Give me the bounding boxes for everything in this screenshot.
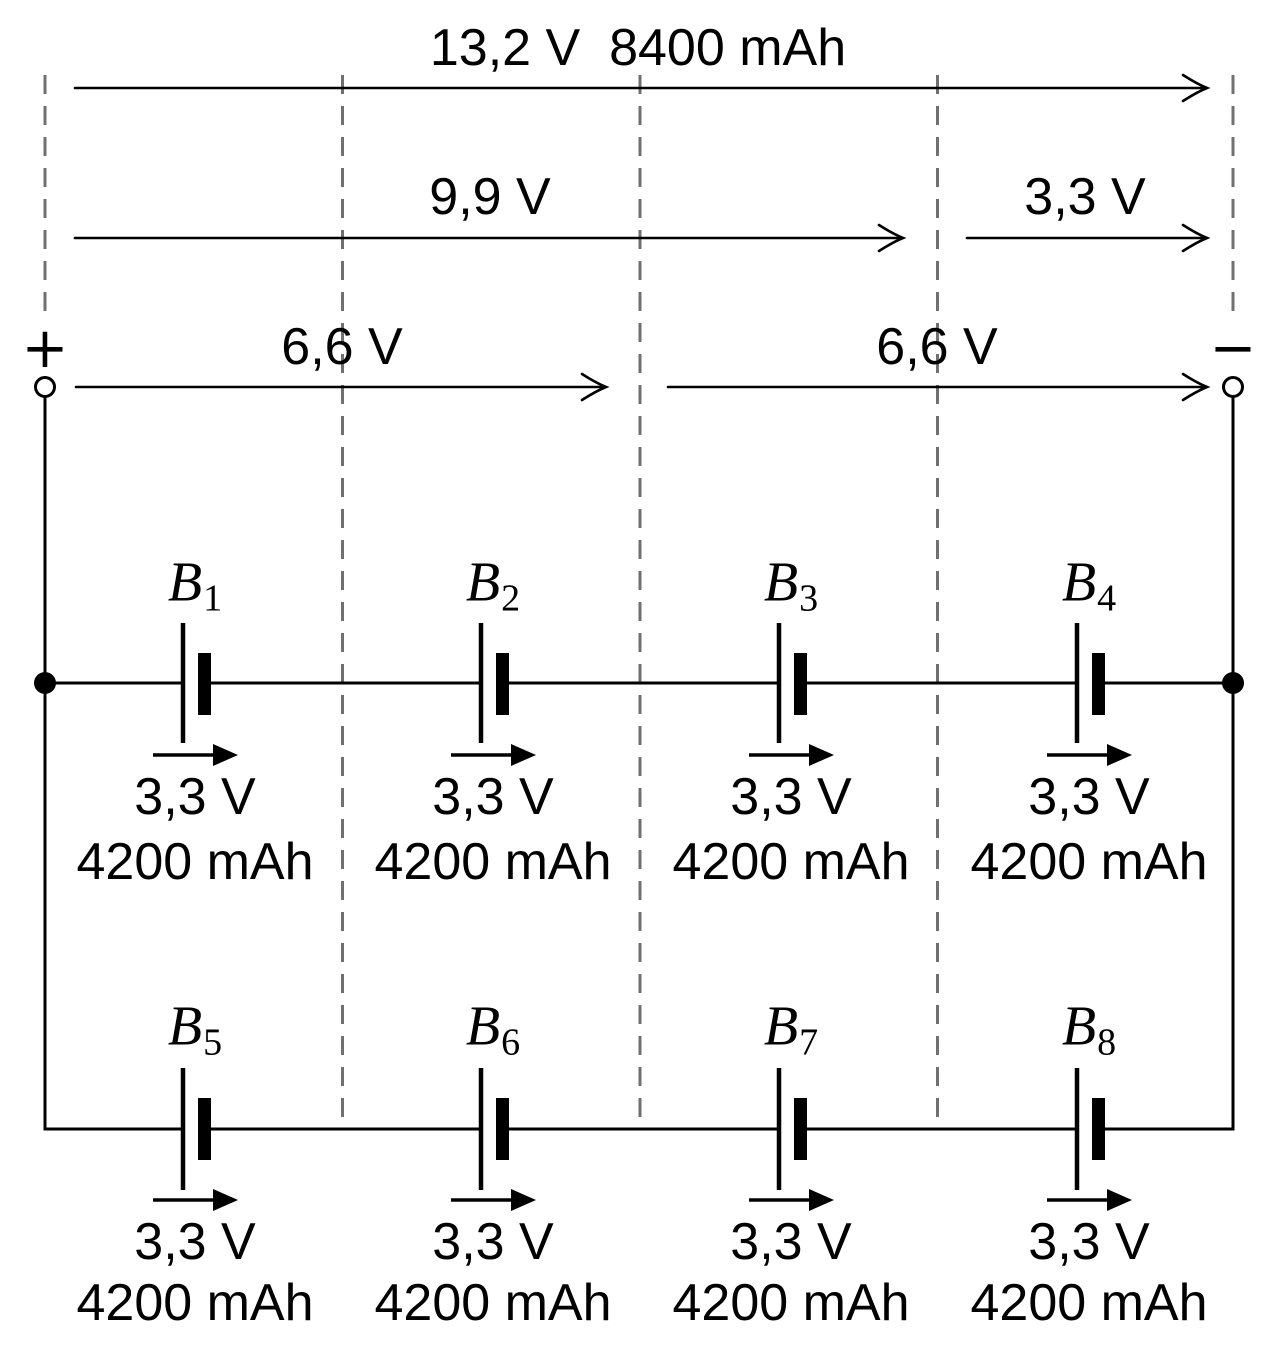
battery-label-b3: B3	[764, 555, 818, 618]
current-arrow-b3	[749, 744, 834, 766]
battery-capacity-b1: 4200 mAh	[76, 833, 314, 891]
battery-voltage-b5: 3,3 V	[134, 1213, 256, 1271]
measure-label-6-6v-left: 6,6 V	[281, 318, 403, 376]
measure-arrow-6-6v-left	[74, 372, 610, 402]
dashed-guide-lines	[43, 75, 1235, 1129]
battery-symbol-b8	[1074, 1068, 1105, 1190]
circuit-wires	[43, 396, 1235, 1131]
battery-symbol-b3	[776, 623, 807, 743]
current-direction-arrows	[153, 744, 1132, 1211]
battery-symbol-b2	[478, 623, 509, 743]
battery-var-b2: B	[465, 551, 501, 614]
battery-voltage-b3: 3,3 V	[730, 768, 852, 826]
voltage-measure-arrows	[73, 73, 1211, 402]
negative-terminal-node	[1222, 376, 1244, 398]
battery-capacity-b2: 4200 mAh	[374, 833, 612, 891]
battery-var-b7: B	[763, 995, 799, 1058]
measure-arrow-total	[73, 73, 1211, 103]
battery-voltage-b7: 3,3 V	[730, 1213, 852, 1271]
battery-voltage-b2: 3,3 V	[432, 768, 554, 826]
current-arrow-b8	[1047, 1189, 1132, 1211]
battery-capacity-b7: 4200 mAh	[672, 1274, 910, 1332]
battery-var-b4: B	[1061, 551, 1097, 614]
measure-arrow-3-3v	[965, 223, 1211, 253]
current-arrow-b4	[1047, 744, 1132, 766]
battery-sub-b7: 7	[799, 1021, 819, 1064]
battery-label-b6: B6	[466, 999, 520, 1062]
measure-label-6-6v-right: 6,6 V	[876, 318, 998, 376]
battery-var-b3: B	[763, 551, 799, 614]
battery-label-b1: B1	[168, 555, 222, 618]
battery-var-b5: B	[167, 995, 203, 1058]
battery-symbol-b5	[180, 1068, 211, 1190]
battery-capacity-b8: 4200 mAh	[970, 1274, 1208, 1332]
battery-label-b7: B7	[764, 999, 818, 1062]
current-arrow-b2	[451, 744, 536, 766]
battery-sub-b5: 5	[203, 1021, 223, 1064]
measure-arrow-9-9v	[73, 223, 907, 253]
battery-var-b8: B	[1061, 995, 1097, 1058]
battery-capacity-b4: 4200 mAh	[970, 833, 1208, 891]
battery-voltage-b6: 3,3 V	[432, 1213, 554, 1271]
battery-symbol-b4	[1074, 623, 1105, 743]
battery-label-b8: B8	[1062, 999, 1116, 1062]
measure-arrow-6-6v-right	[666, 372, 1211, 402]
battery-sub-b8: 8	[1097, 1021, 1117, 1064]
battery-var-b1: B	[167, 551, 203, 614]
battery-sub-b6: 6	[501, 1021, 521, 1064]
measure-label-9-9v: 9,9 V	[429, 168, 551, 226]
battery-label-b5: B5	[168, 999, 222, 1062]
battery-capacity-b5: 4200 mAh	[76, 1274, 314, 1332]
battery-capacity-b6: 4200 mAh	[374, 1274, 612, 1332]
battery-symbols-top-row	[180, 623, 1105, 743]
battery-var-b6: B	[465, 995, 501, 1058]
battery-voltage-b1: 3,3 V	[134, 768, 256, 826]
negative-terminal-label: −	[1209, 316, 1257, 381]
current-arrow-b6	[451, 1189, 536, 1211]
battery-capacity-b3: 4200 mAh	[672, 833, 910, 891]
current-arrow-b5	[153, 1189, 238, 1211]
current-arrow-b7	[749, 1189, 834, 1211]
measure-label-3-3v: 3,3 V	[1024, 168, 1146, 226]
battery-sub-b3: 3	[799, 577, 819, 620]
battery-symbols-bottom-row	[180, 1068, 1105, 1190]
battery-sub-b4: 4	[1097, 577, 1117, 620]
battery-voltage-b4: 3,3 V	[1028, 768, 1150, 826]
measure-label-total: 13,2 V 8400 mAh	[429, 19, 847, 77]
current-arrow-b1	[153, 744, 238, 766]
battery-symbol-b7	[776, 1068, 807, 1190]
battery-symbol-b1	[180, 623, 211, 743]
battery-sub-b2: 2	[501, 577, 521, 620]
battery-symbol-b6	[478, 1068, 509, 1190]
positive-terminal-node	[34, 376, 56, 398]
battery-sub-b1: 1	[203, 577, 223, 620]
battery-label-b2: B2	[466, 555, 520, 618]
battery-voltage-b8: 3,3 V	[1028, 1213, 1150, 1271]
junction-dot-right	[1222, 672, 1244, 694]
battery-label-b4: B4	[1062, 555, 1116, 618]
junction-dot-left	[34, 672, 56, 694]
positive-terminal-label: +	[21, 316, 69, 381]
